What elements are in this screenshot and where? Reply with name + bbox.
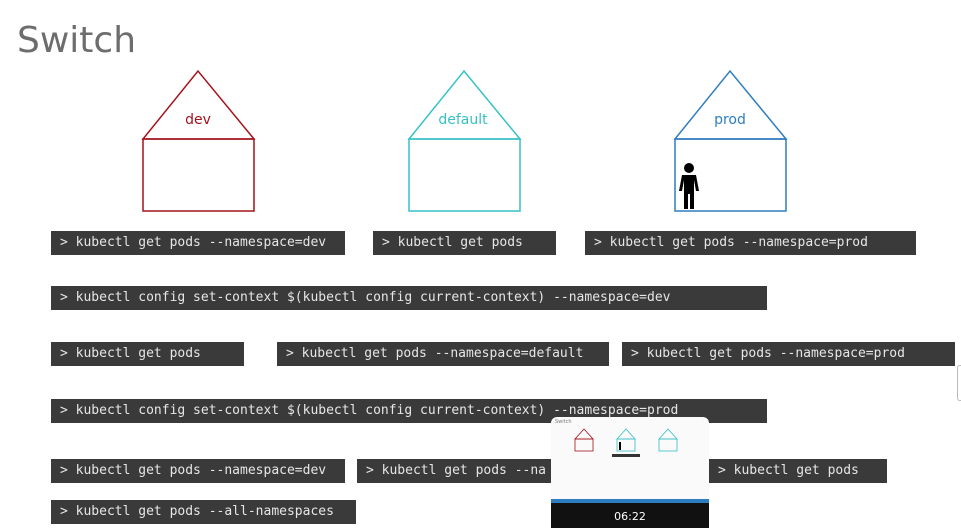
command-get-pods-prod: > kubectl get pods --namespace=prod [585, 231, 916, 255]
command-get-pods-namespace-partial: > kubectl get pods --na [357, 459, 553, 483]
command-get-pods-dev: > kubectl get pods --namespace=dev [51, 231, 345, 255]
preview-slide-title: Switch [555, 419, 572, 425]
command-get-pods-all-namespaces: > kubectl get pods --all-namespaces [51, 500, 356, 524]
side-panel-handle[interactable] [957, 365, 961, 401]
house-prod-body [674, 138, 787, 212]
house-default-body [408, 138, 521, 212]
namespace-houses: dev default prod [141, 69, 788, 212]
preview-slide: Switch [551, 417, 709, 499]
house-dev-roof [141, 69, 256, 140]
house-default-label: default [438, 112, 488, 128]
house-dev-body [142, 138, 255, 212]
slide-title: Switch [17, 20, 137, 61]
house-dev-label: dev [185, 112, 211, 128]
preview-progress-bar [551, 499, 709, 503]
house-default: default [407, 69, 522, 212]
command-get-pods-dev-2: > kubectl get pods --namespace=dev [51, 459, 345, 483]
command-set-context-prod: > kubectl config set-context $(kubectl c… [51, 399, 767, 423]
command-set-context-dev: > kubectl config set-context $(kubectl c… [51, 286, 767, 310]
house-prod-roof [673, 69, 788, 140]
preview-houses [574, 428, 678, 457]
command-get-pods: > kubectl get pods [373, 231, 556, 255]
house-prod-label: prod [714, 112, 746, 128]
house-prod: prod [673, 69, 788, 212]
house-default-roof [407, 69, 522, 140]
video-preview-thumbnail[interactable]: Switch 06:22 [551, 417, 709, 528]
command-get-pods-prod-2: > kubectl get pods --namespace=prod [622, 342, 955, 366]
person-icon [679, 163, 699, 209]
preview-timestamp: 06:22 [614, 510, 646, 523]
house-dev: dev [141, 69, 256, 212]
command-get-pods-after-switch: > kubectl get pods [51, 342, 244, 366]
command-get-pods-default: > kubectl get pods --namespace=default [277, 342, 609, 366]
command-get-pods-3: > kubectl get pods [709, 459, 887, 483]
